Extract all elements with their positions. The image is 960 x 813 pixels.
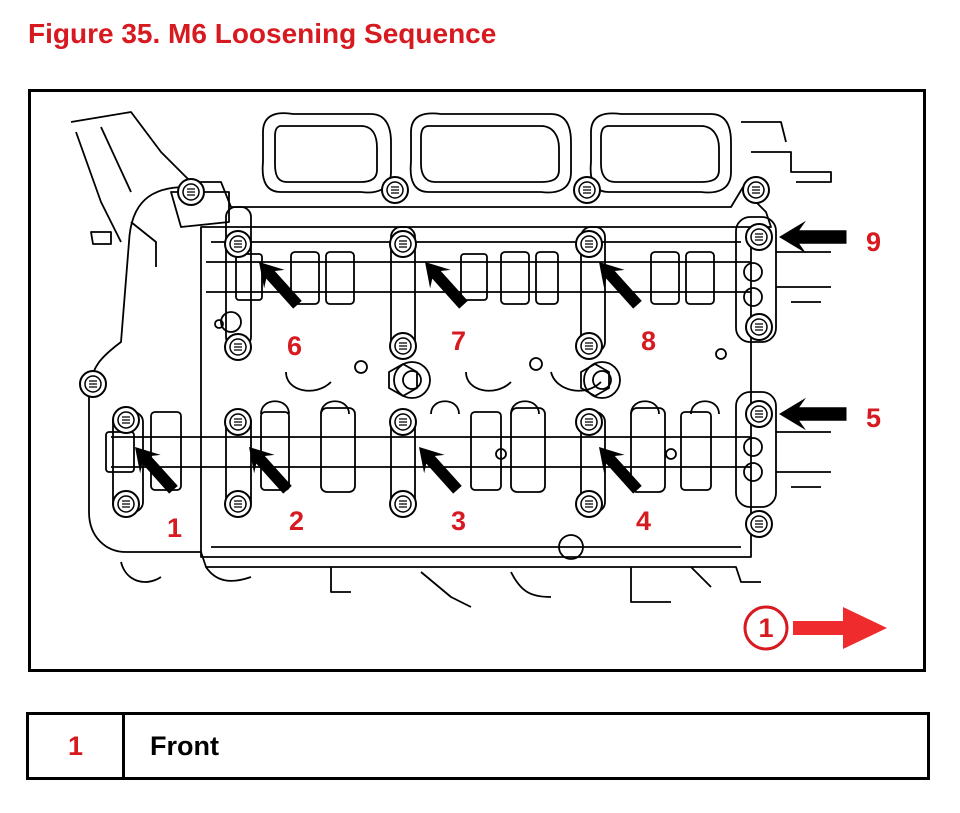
black-arrow-icon <box>408 437 468 499</box>
red-right-arrow-icon <box>793 607 887 649</box>
bolt-icon <box>381 176 409 204</box>
sequence-label-4: 4 <box>636 506 651 536</box>
bolts <box>79 176 773 538</box>
figure-title: Figure 35. M6 Loosening Sequence <box>28 18 497 49</box>
bolt-icon <box>224 333 252 361</box>
front-indicator: 1 <box>743 605 887 651</box>
bolt-icon <box>389 408 417 436</box>
sequence-numbers: 1 2 3 4 5 6 7 8 9 <box>167 227 881 543</box>
sequence-label-6: 6 <box>287 331 302 361</box>
bolt-icon <box>224 490 252 518</box>
bolt-icon <box>745 223 773 251</box>
bolt-icon <box>575 230 603 258</box>
bolt-icon <box>389 332 417 360</box>
sequence-label-3: 3 <box>451 506 466 536</box>
bolt-icon <box>224 408 252 436</box>
legend-key: 1 <box>29 715 125 777</box>
bolt-icon <box>575 490 603 518</box>
bolt-icon <box>745 400 773 428</box>
sequence-label-9: 9 <box>866 227 881 257</box>
bolt-icon <box>745 313 773 341</box>
sequence-label-2: 2 <box>289 506 304 536</box>
sequence-label-5: 5 <box>866 403 881 433</box>
bolt-icon <box>745 510 773 538</box>
bolt-icon <box>575 408 603 436</box>
legend-table: 1 Front <box>26 712 930 780</box>
cylinder-head-diagram: 1 2 3 4 5 6 7 8 9 1 <box>70 111 887 651</box>
sequence-label-1: 1 <box>167 513 182 543</box>
diagram-frame: 1 2 3 4 5 6 7 8 9 1 <box>28 89 926 672</box>
bolt-icon <box>389 490 417 518</box>
bolt-icon <box>224 230 252 258</box>
bolt-icon <box>177 178 205 206</box>
black-arrow-icon <box>779 220 847 254</box>
legend-description: Front <box>150 730 219 761</box>
bolt-icon <box>112 490 140 518</box>
sequence-label-8: 8 <box>641 326 656 356</box>
bolt-icon <box>573 176 601 204</box>
bolt-icon <box>742 176 770 204</box>
bolt-icon <box>575 332 603 360</box>
sequence-label-7: 7 <box>451 326 466 356</box>
bolt-icon <box>389 230 417 258</box>
black-arrow-icon <box>588 437 648 499</box>
black-arrow-icon <box>779 397 847 431</box>
bolt-icon <box>79 370 107 398</box>
front-marker-label: 1 <box>758 613 773 643</box>
bolt-icon <box>112 406 140 434</box>
front-marker-circle <box>743 605 789 651</box>
